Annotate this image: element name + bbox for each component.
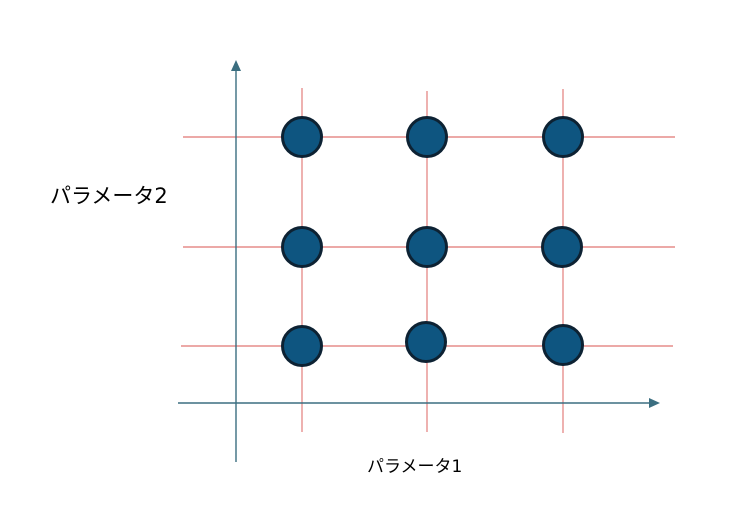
grid-point-5 — [406, 226, 448, 268]
axes — [178, 60, 660, 462]
grid-point-2 — [406, 116, 448, 158]
grid-point-1 — [281, 116, 323, 158]
grid-points — [281, 116, 584, 367]
y-axis-arrowhead — [231, 60, 241, 71]
grid-point-3 — [542, 116, 584, 158]
x-axis-label: パラメータ1 — [367, 457, 463, 477]
y-axis-label: パラメータ2 — [50, 184, 168, 208]
x-axis-arrowhead — [649, 398, 660, 408]
grid-point-6 — [541, 226, 583, 268]
grid-point-7 — [281, 325, 323, 367]
grid-point-8 — [405, 321, 447, 363]
grid-point-9 — [542, 324, 584, 366]
grid-point-4 — [281, 226, 323, 268]
